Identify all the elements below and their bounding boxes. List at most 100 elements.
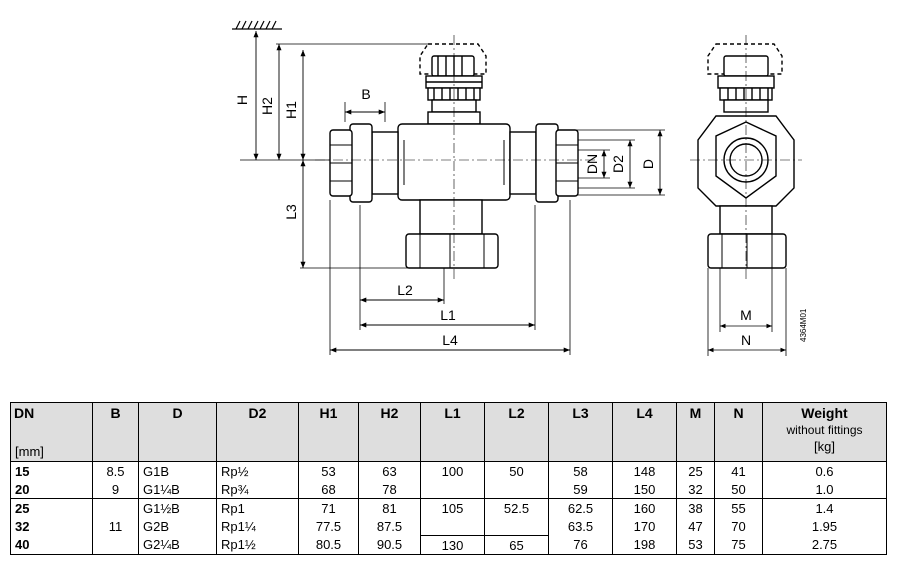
cell-n: 41 xyxy=(714,461,763,480)
dimensions-table: DN [mm] B D D2 H1 H2 L1 L2 L3 L4 M N Wei… xyxy=(10,402,887,555)
cell-dn: 40 xyxy=(10,535,93,555)
dim-label-d2: D2 xyxy=(610,155,626,173)
cell-l4: 198 xyxy=(612,535,677,555)
cell-h1: 53 xyxy=(298,461,359,480)
cell-l4: 148 xyxy=(612,461,677,480)
cell-d: G1½B xyxy=(138,498,217,517)
cell-l1: 130 xyxy=(420,535,485,555)
cell-weight: 2.75 xyxy=(762,535,887,555)
cell-n: 50 xyxy=(714,480,763,499)
cell-h2: 90.5 xyxy=(358,535,421,555)
center-lines xyxy=(315,35,595,280)
cell-weight: 0.6 xyxy=(762,461,887,480)
header-dn: DN [mm] xyxy=(10,402,93,462)
cell-l2 xyxy=(484,517,549,536)
cell-dn: 15 xyxy=(10,461,93,480)
cell-d2: Rp½ xyxy=(216,461,299,480)
cell-b: 8.5 xyxy=(92,461,139,480)
cell-dn: 20 xyxy=(10,480,93,499)
cell-m: 38 xyxy=(676,498,715,517)
cell-m: 53 xyxy=(676,535,715,555)
cell-n: 70 xyxy=(714,517,763,536)
cell-m: 25 xyxy=(676,461,715,480)
cell-l3: 62.5 xyxy=(548,498,613,517)
cell-l3: 58 xyxy=(548,461,613,480)
header-l4: L4 xyxy=(612,402,677,462)
cell-n: 55 xyxy=(714,498,763,517)
dim-label-h: H xyxy=(234,95,250,105)
cell-d: G1B xyxy=(138,461,217,480)
dimension-lines xyxy=(253,30,663,353)
cell-d2: Rp1½ xyxy=(216,535,299,555)
dim-label-l2: L2 xyxy=(397,282,413,298)
cell-l2: 52.5 xyxy=(484,498,549,517)
cell-l1 xyxy=(420,517,485,536)
cell-m: 47 xyxy=(676,517,715,536)
header-d2: D2 xyxy=(216,402,299,462)
dim-label-d: D xyxy=(640,159,656,169)
dim-label-dn: DN xyxy=(584,154,600,174)
cell-l4: 170 xyxy=(612,517,677,536)
dim-label-h2: H2 xyxy=(259,97,275,115)
cell-h1: 80.5 xyxy=(298,535,359,555)
cell-l1: 105 xyxy=(420,498,485,517)
cell-m: 32 xyxy=(676,480,715,499)
cell-d: G1¼B xyxy=(138,480,217,499)
table-row: 15 8.5 G1B Rp½ 53 63 100 50 58 148 25 41… xyxy=(10,461,887,480)
cell-n: 75 xyxy=(714,535,763,555)
cell-l1: 100 xyxy=(420,461,485,480)
drawing-code: 4364M01 xyxy=(799,308,808,342)
cell-h1: 71 xyxy=(298,498,359,517)
cell-l4: 160 xyxy=(612,498,677,517)
cell-d2: Rp¾ xyxy=(216,480,299,499)
table-row: 25 G1½B Rp1 71 81 105 52.5 62.5 160 38 5… xyxy=(10,498,887,517)
table-header-row: DN [mm] B D D2 H1 H2 L1 L2 L3 L4 M N Wei… xyxy=(10,402,887,462)
header-l1: L1 xyxy=(420,402,485,462)
dim-label-b: B xyxy=(361,86,370,102)
header-n: N xyxy=(714,402,763,462)
cell-l3: 59 xyxy=(548,480,613,499)
cell-h2: 78 xyxy=(358,480,421,499)
cell-b xyxy=(92,535,139,555)
cell-h2: 81 xyxy=(358,498,421,517)
header-l3: L3 xyxy=(548,402,613,462)
ground-reference-symbol xyxy=(232,20,282,30)
header-h2: H2 xyxy=(358,402,421,462)
header-dn-unit: [mm] xyxy=(15,444,44,459)
table-row: 40 G2¼B Rp1½ 80.5 90.5 130 65 76 198 53 … xyxy=(10,535,887,555)
cell-d2: Rp1¼ xyxy=(216,517,299,536)
cell-l1 xyxy=(420,480,485,499)
cell-d2: Rp1 xyxy=(216,498,299,517)
cell-b xyxy=(92,498,139,517)
cell-b: 11 xyxy=(92,517,139,536)
cell-dn: 32 xyxy=(10,517,93,536)
cell-l3: 63.5 xyxy=(548,517,613,536)
dim-label-n: N xyxy=(741,332,751,348)
header-m: M xyxy=(676,402,715,462)
valve-dimension-drawing: H H2 H1 B L3 L2 L1 L4 DN D2 D M N 4364M0… xyxy=(232,20,808,356)
cell-l3: 76 xyxy=(548,535,613,555)
front-dimension-lines xyxy=(707,268,787,356)
header-d: D xyxy=(138,402,217,462)
dim-label-l1: L1 xyxy=(440,307,456,323)
cell-b: 9 xyxy=(92,480,139,499)
header-weight-sub: without fittings xyxy=(786,423,863,437)
cell-h2: 63 xyxy=(358,461,421,480)
cell-l2: 50 xyxy=(484,461,549,480)
cell-l4: 150 xyxy=(612,480,677,499)
cell-weight: 1.95 xyxy=(762,517,887,536)
cell-weight: 1.0 xyxy=(762,480,887,499)
cell-h2: 87.5 xyxy=(358,517,421,536)
cell-h1: 77.5 xyxy=(298,517,359,536)
cell-dn: 25 xyxy=(10,498,93,517)
header-h1: H1 xyxy=(298,402,359,462)
dim-label-l4: L4 xyxy=(442,332,458,348)
cell-l2 xyxy=(484,480,549,499)
table-row: 32 11 G2B Rp1¼ 77.5 87.5 63.5 170 47 70 … xyxy=(10,517,887,536)
dim-label-l3: L3 xyxy=(283,204,299,220)
dim-label-h1: H1 xyxy=(283,101,299,119)
table-row: 20 9 G1¼B Rp¾ 68 78 59 150 32 50 1.0 xyxy=(10,480,887,499)
cell-l2: 65 xyxy=(484,535,549,555)
cell-h1: 68 xyxy=(298,480,359,499)
center-lines-front xyxy=(690,35,802,280)
